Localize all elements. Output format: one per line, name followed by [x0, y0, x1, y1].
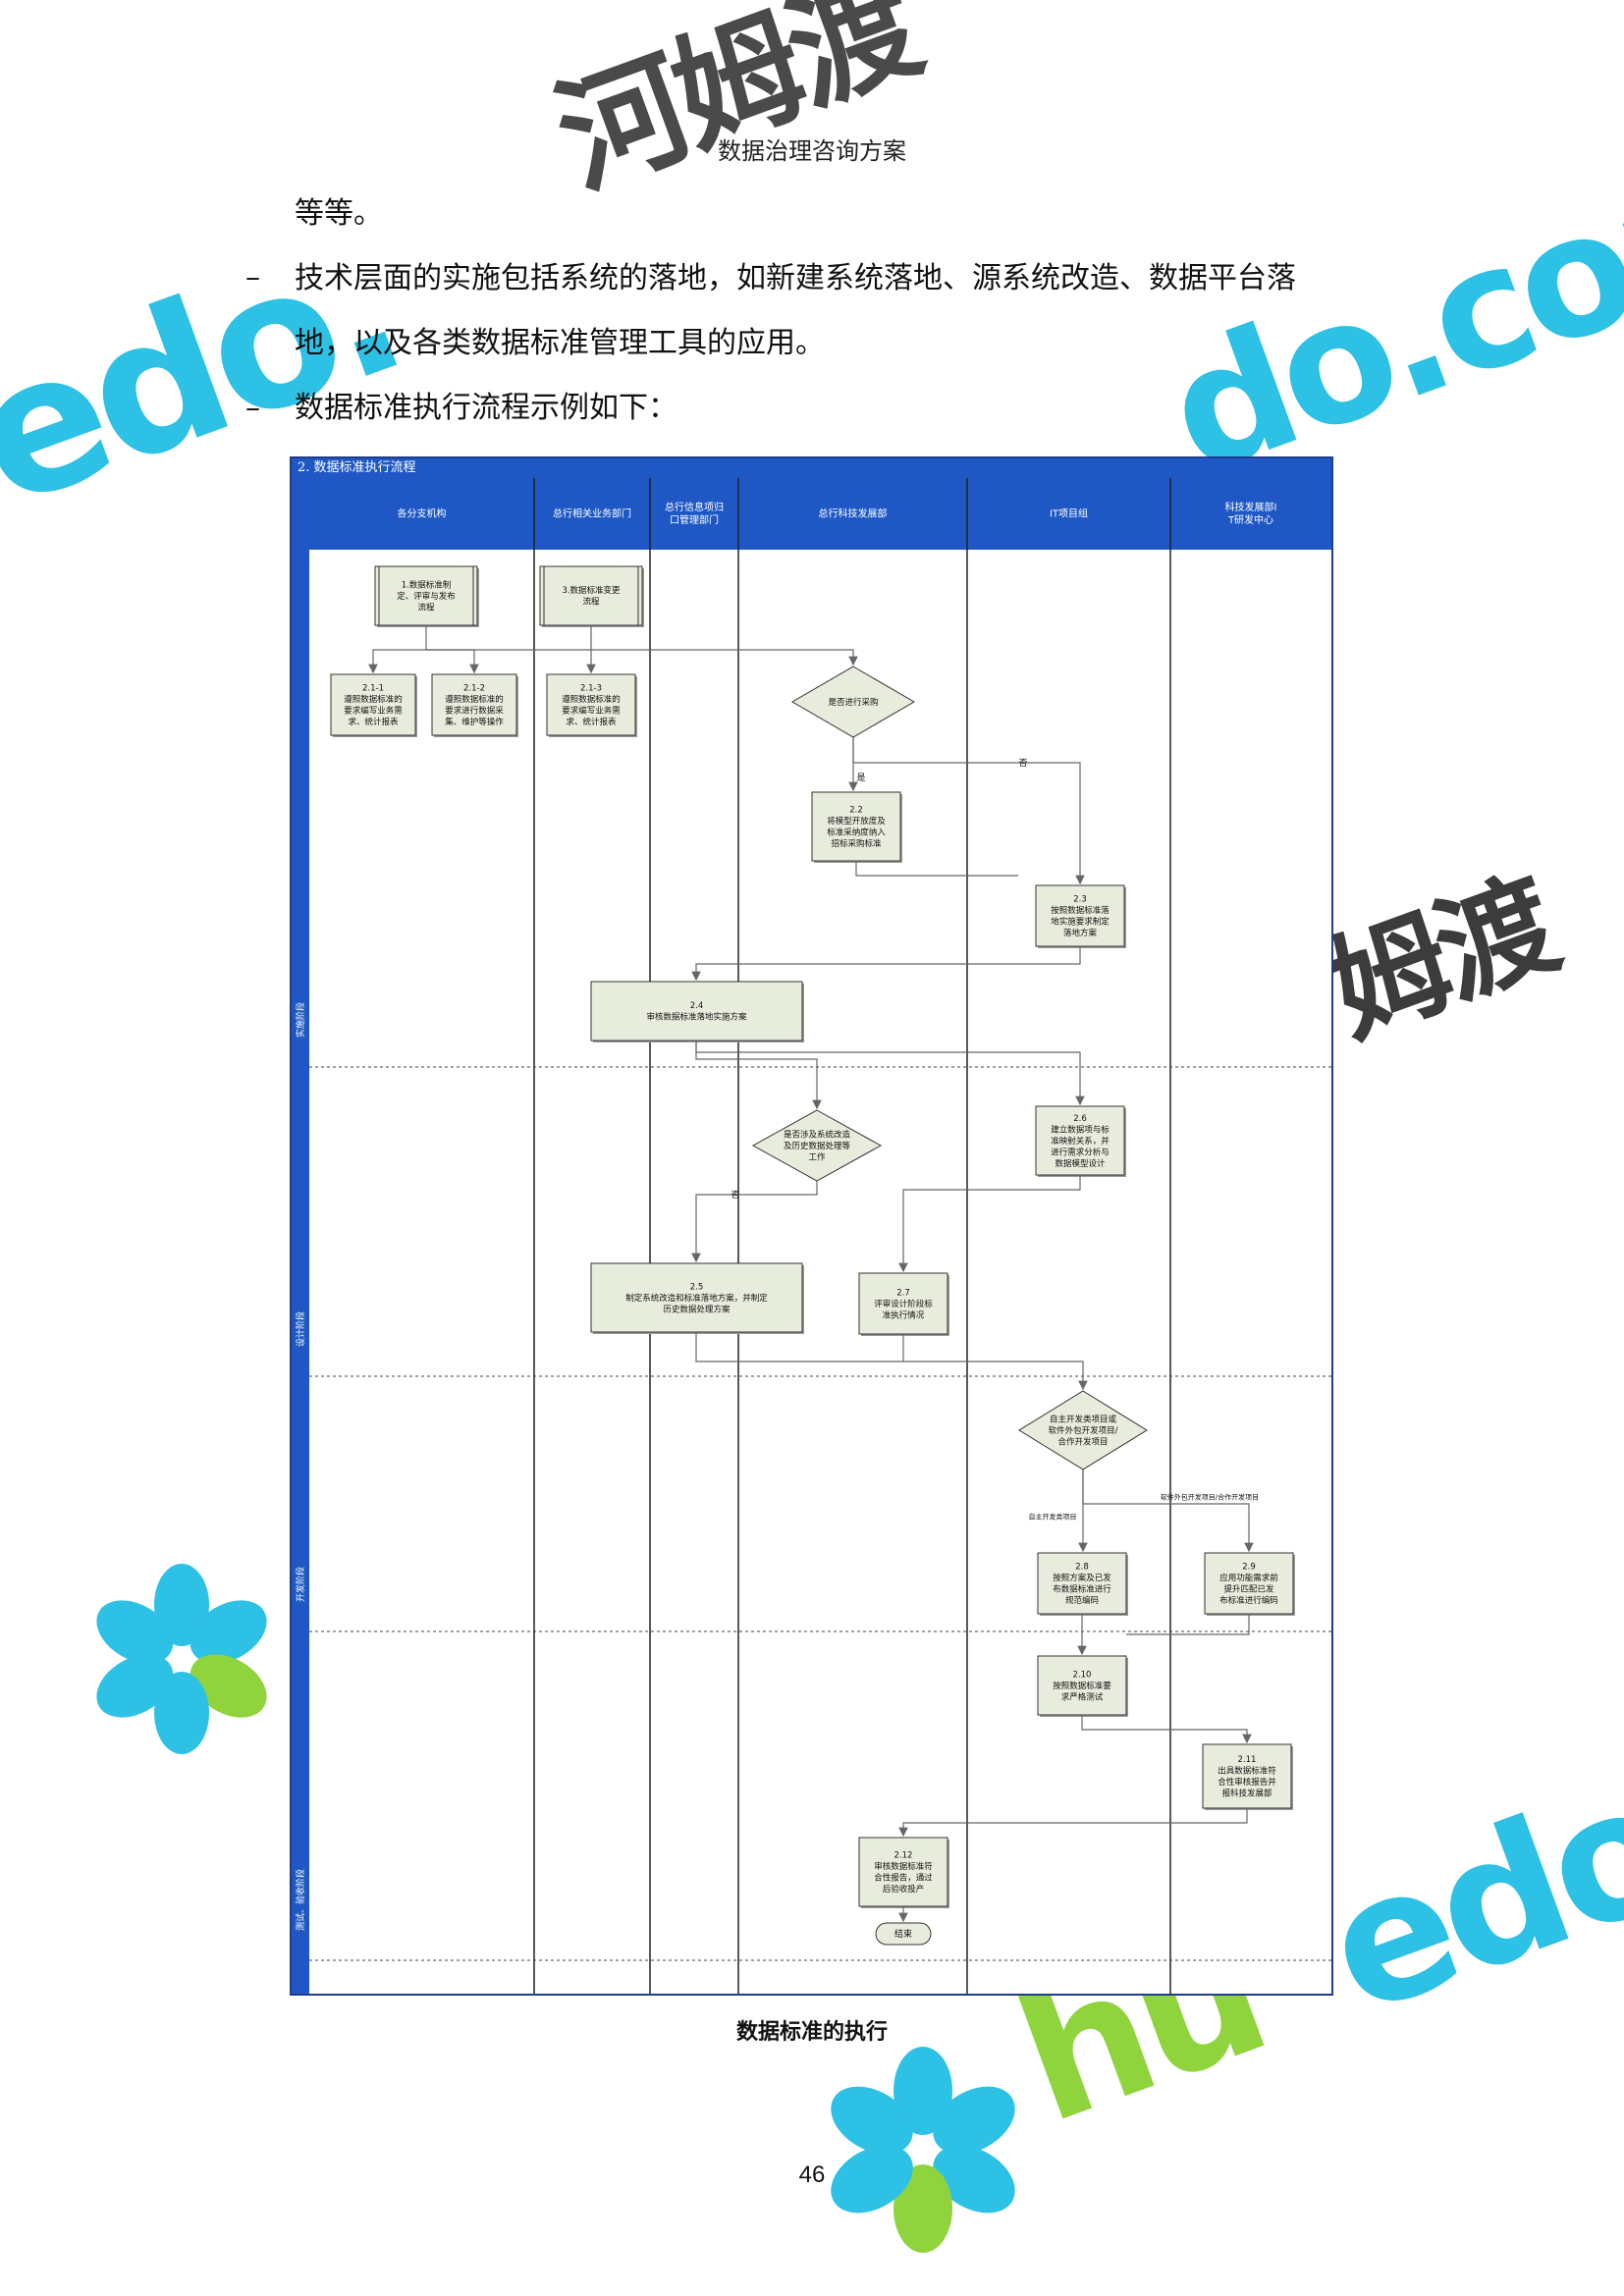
edge-2 — [426, 649, 479, 674]
node-1-label: 1.数据标准制定、评审与发布流程 — [397, 579, 456, 613]
edge-label-no: 否 — [1018, 758, 1027, 769]
page-number: 46 — [798, 2162, 826, 2188]
node-2-2 — [811, 791, 901, 862]
edge-18 — [1126, 1614, 1250, 1635]
watermark-logo-text: do.com — [1144, 112, 1624, 514]
edge-20 — [898, 1808, 1248, 1838]
figure-caption: 数据标准的执行 — [735, 2020, 888, 2045]
edge-9 — [695, 1041, 822, 1110]
bullet-line: 数据标准执行流程示例如下： — [295, 391, 677, 425]
watermark-logo-text: edo. — [1302, 1724, 1624, 2055]
edge-11 — [691, 1181, 818, 1263]
node-2-5 — [590, 1262, 803, 1333]
flowchart-svg: 各分支机构 总行相关业务部门 总行信息项归口管理部门 总行科技发展部 IT项目组 科技发展… — [292, 476, 1331, 1994]
page-header: 数据治理咨询方案 — [718, 137, 906, 165]
bullet-marker: – — [245, 260, 260, 294]
node-2-8 — [1037, 1552, 1127, 1615]
node-2-11 — [1202, 1743, 1292, 1809]
edge-7 — [855, 861, 1018, 877]
edge-19 — [1081, 1715, 1252, 1744]
bullet-marker: – — [245, 391, 260, 425]
watermark-logo-text: 河姆渡 — [538, 0, 934, 216]
edge-6 — [852, 737, 1085, 885]
node-2-6 — [1035, 1105, 1125, 1176]
phase-column — [292, 476, 309, 1994]
node-3-label: 3.数据标准变更流程 — [562, 585, 621, 608]
end-node-label: 结束 — [894, 1928, 912, 1940]
node-2-1-3 — [546, 673, 636, 736]
phase-label: 设计阶段 — [295, 1311, 306, 1347]
continued-text: 等等。 — [295, 196, 383, 231]
node-2-9 — [1204, 1552, 1294, 1615]
phase-label: 测试、验收阶段 — [295, 1869, 306, 1931]
flowchart-figure: 各分支机构 总行相关业务部门 总行信息项归口管理部门 总行科技发展部 IT项目组 科技发展… — [290, 456, 1333, 1996]
bullet-line: 技术层面的实施包括系统的落地，如新建系统落地、源系统改造、数据平台落 — [295, 261, 1296, 295]
phase-label: 实施阶段 — [295, 1002, 306, 1038]
edge-12 — [898, 1175, 1081, 1273]
node-3 — [539, 565, 643, 626]
node-2-7 — [858, 1272, 948, 1335]
decision-2-label: 是否涉及系统改造及历史数据处理等工作 — [784, 1129, 851, 1162]
lane-header-label: 总行信息项归口管理部门 — [665, 501, 724, 526]
decision-1-label: 是否进行采购 — [828, 697, 878, 708]
edge-8 — [691, 946, 1081, 982]
edge-10 — [695, 1041, 1085, 1106]
edge-16 — [1082, 1469, 1254, 1553]
lane-header-label: 总行相关业务部门 — [553, 507, 631, 520]
edge-1 — [368, 625, 427, 674]
lane-header-label: 总行科技发展部 — [819, 507, 888, 520]
edge-label-yes: 是 — [856, 773, 865, 783]
edge-label-branch: 软件外包开发项目/合作开发项目 — [1161, 1492, 1259, 1501]
phase-label: 开发阶段 — [295, 1567, 306, 1602]
lane-header-label: IT项目组 — [1050, 507, 1088, 520]
node-2-3 — [1035, 884, 1125, 947]
node-2-1-1 — [330, 673, 416, 736]
end-node — [875, 1922, 932, 1946]
flower-logo-icon — [96, 1564, 267, 1754]
edge-13 — [695, 1332, 1088, 1391]
edge-label-no: 否 — [731, 1190, 739, 1201]
node-2-1-2 — [431, 673, 517, 736]
edge-3 — [426, 649, 858, 667]
node-2-10 — [1037, 1655, 1127, 1716]
bullet-line: 地，以及各类数据标准管理工具的应用。 — [295, 326, 825, 360]
lane-header-band — [309, 476, 1331, 550]
figure-title: 2. 数据标准执行流程 — [292, 458, 1331, 478]
lane-header-label: 各分支机构 — [398, 507, 447, 520]
watermark-logo-text: 姆渡 — [1313, 857, 1570, 1063]
node-2-4 — [590, 981, 803, 1041]
flower-logo-icon — [831, 2047, 1015, 2253]
decision-3-label: 自主开发类项目或软件外包开发项目/合作开发项目 — [1049, 1414, 1118, 1447]
node-2-12 — [858, 1837, 948, 1907]
edge-label-branch: 自主开发类项目 — [1029, 1512, 1077, 1521]
